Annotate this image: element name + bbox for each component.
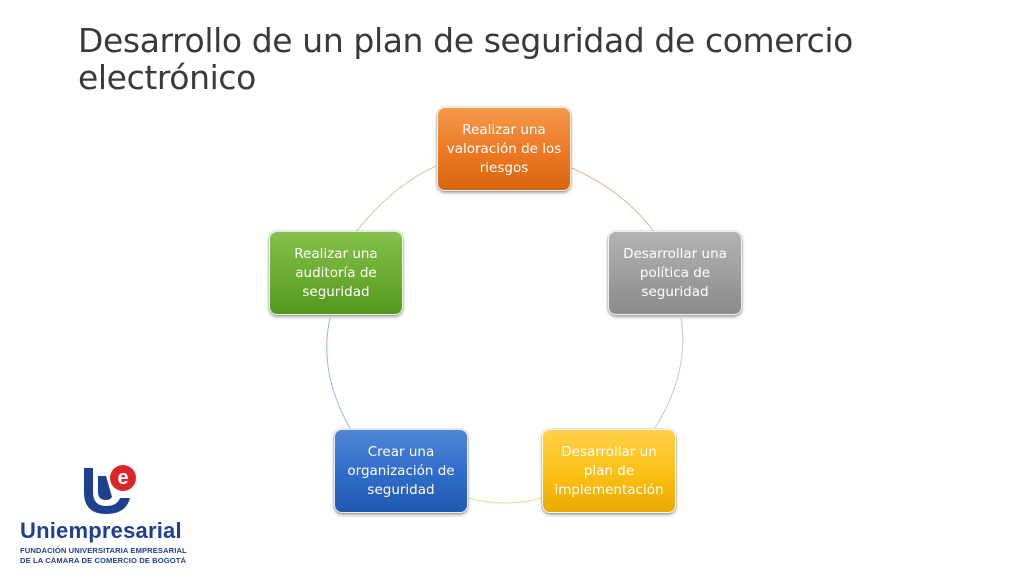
connector-4-5 xyxy=(326,317,351,429)
cycle-node-label: Desarrollar una política de seguridad xyxy=(623,245,727,300)
connector-5-1 xyxy=(355,165,437,233)
connector-3-4 xyxy=(467,497,543,504)
logo-mark-letter: e xyxy=(117,467,128,489)
cycle-node-security-organization[interactable]: Crear una organización de seguridad xyxy=(333,428,469,514)
connector-2-3 xyxy=(654,317,684,429)
cycle-node-label: Crear una organización de seguridad xyxy=(347,443,455,498)
slide-title: Desarrollo de un plan de seguridad de co… xyxy=(78,21,853,97)
cycle-node-security-audit[interactable]: Realizar una auditoría de seguridad xyxy=(268,230,404,316)
uniempresarial-logo-icon: e xyxy=(84,465,136,514)
logo-name: Uniempresarial xyxy=(20,518,182,543)
cycle-node-label: Desarrollar un plan de implementación xyxy=(554,443,664,498)
cycle-node-label: Realizar una valoración de los riesgos xyxy=(446,121,562,176)
cycle-node-security-policy[interactable]: Desarrollar una política de seguridad xyxy=(607,230,743,316)
cycle-node-label: Realizar una auditoría de seguridad xyxy=(294,245,378,300)
cycle-node-risk-assessment[interactable]: Realizar una valoración de los riesgos xyxy=(436,106,572,192)
cycle-node-implementation-plan[interactable]: Desarrollar un plan de implementación xyxy=(541,428,677,514)
uniempresarial-logo: e Uniempresarial FUNDACIÓN UNIVERSITARIA… xyxy=(18,462,198,572)
connector-1-2 xyxy=(571,167,655,233)
logo-subtitle-line-1: FUNDACIÓN UNIVERSITARIA EMPRESARIAL xyxy=(20,546,187,555)
logo-subtitle-line-2: DE LA CÁMARA DE COMERCIO DE BOGOTÁ xyxy=(20,556,187,565)
